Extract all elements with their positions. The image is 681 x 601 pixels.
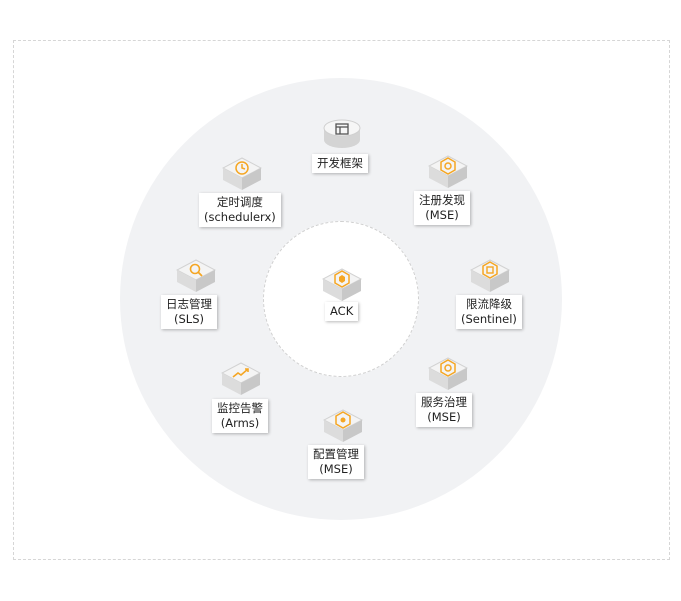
config-icon xyxy=(335,411,351,429)
sentinel-icon xyxy=(482,261,498,279)
node-sentinel-label: 限流降级 (Sentinel) xyxy=(456,295,522,329)
node-governance-label: 服务治理 (MSE) xyxy=(416,393,472,427)
monitoring-icon xyxy=(232,368,249,378)
platform-block xyxy=(176,259,216,292)
diagram-frame xyxy=(13,40,670,560)
center-label: ACK xyxy=(325,302,359,321)
platform-block xyxy=(221,362,261,395)
node-config-label: 配置管理 (MSE) xyxy=(308,445,364,479)
node-arms-label: 监控告警 (Arms) xyxy=(212,399,268,433)
platform-block xyxy=(470,259,510,292)
scheduler-icon xyxy=(235,161,249,175)
platform-cylinder xyxy=(323,119,361,148)
node-registry-label: 注册发现 (MSE) xyxy=(414,191,470,225)
registry-icon xyxy=(440,157,456,175)
log-icon xyxy=(189,263,203,277)
node-framework-label: 开发框架 xyxy=(312,154,368,173)
platform-block xyxy=(428,357,468,390)
platform-block xyxy=(428,155,468,188)
framework-icon xyxy=(335,123,349,135)
ack-icon xyxy=(334,270,350,288)
node-schedulerx-label: 定时调度 (schedulerx) xyxy=(199,193,281,227)
node-sls-label: 日志管理 (SLS) xyxy=(161,295,217,329)
governance-icon xyxy=(440,359,456,377)
